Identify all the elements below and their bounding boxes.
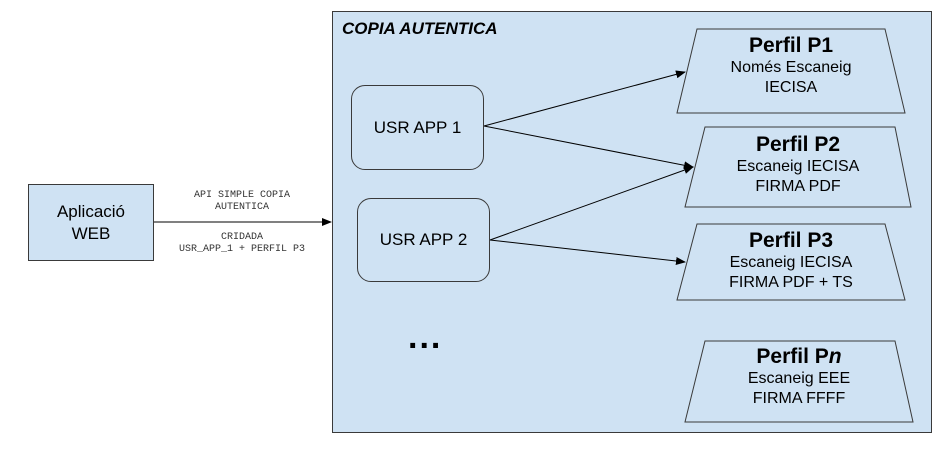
api-label-line1: API SIMPLE COPIA [193,190,290,201]
call-label-line2: USR_APP_1 + PERFIL P3 [178,244,306,255]
profile-p1-line1: Només Escaneig [730,59,852,76]
profile-pn-line2: FIRMA FFFF [752,390,846,407]
profile-p3-line1: Escaneig IECISA [729,254,853,271]
profile-p3-name: Perfil P3 [748,229,834,252]
call-label-line1: CRIDADA [220,232,263,243]
profile-p2-name: Perfil P2 [755,133,841,156]
profile-pn-line1: Escaneig EEE [747,370,851,387]
profile-pn-shape [684,340,914,423]
api-label: API SIMPLE COPIA AUTENTICA [172,190,312,214]
api-label-line2: AUTENTICA [214,202,269,213]
profile-p3-line2: FIRMA PDF + TS [729,274,853,291]
profile-p2-line2: FIRMA PDF [755,178,841,195]
arrow-usr2-to-p3 [489,239,686,265]
container-title: COPIA AUTENTICA [342,19,498,38]
profile-pn: Perfil Pn Escaneig EEE FIRMA FFFF [699,345,899,409]
profile-pn-name: Perfil Pn [756,345,842,368]
arrow-usr1-to-p1 [483,70,686,127]
profile-p1-line2: IECISA [764,79,818,96]
usr-app-1-box: USR APP 1 [351,85,484,170]
arrow-usr2-to-p2 [489,166,694,241]
web-application-box: Aplicació WEB [28,184,154,261]
more-apps-ellipsis: ... [408,318,443,356]
arrow-usr1-to-p2 [483,125,694,170]
profile-p1-shape [676,28,906,114]
usr-app-1-label: USR APP 1 [373,117,462,137]
web-app-label-line2: WEB [71,223,111,243]
profile-p3-shape [676,223,906,301]
profile-p2-line1: Escaneig IECISA [736,158,860,175]
profile-p2-shape [684,126,912,208]
profile-p2: Perfil P2 Escaneig IECISA FIRMA PDF [698,133,898,197]
usr-app-2-label: USR APP 2 [379,230,468,249]
usr-app-2-box: USR APP 2 [357,198,490,282]
profile-p1-name: Perfil P1 [748,34,834,57]
profile-p3: Perfil P3 Escaneig IECISA FIRMA PDF + TS [691,229,891,293]
profile-p1: Perfil P1 Només Escaneig IECISA [691,34,891,98]
call-label: CRIDADA USR_APP_1 + PERFIL P3 [160,232,324,256]
web-app-label-line1: Aplicació [56,201,126,221]
